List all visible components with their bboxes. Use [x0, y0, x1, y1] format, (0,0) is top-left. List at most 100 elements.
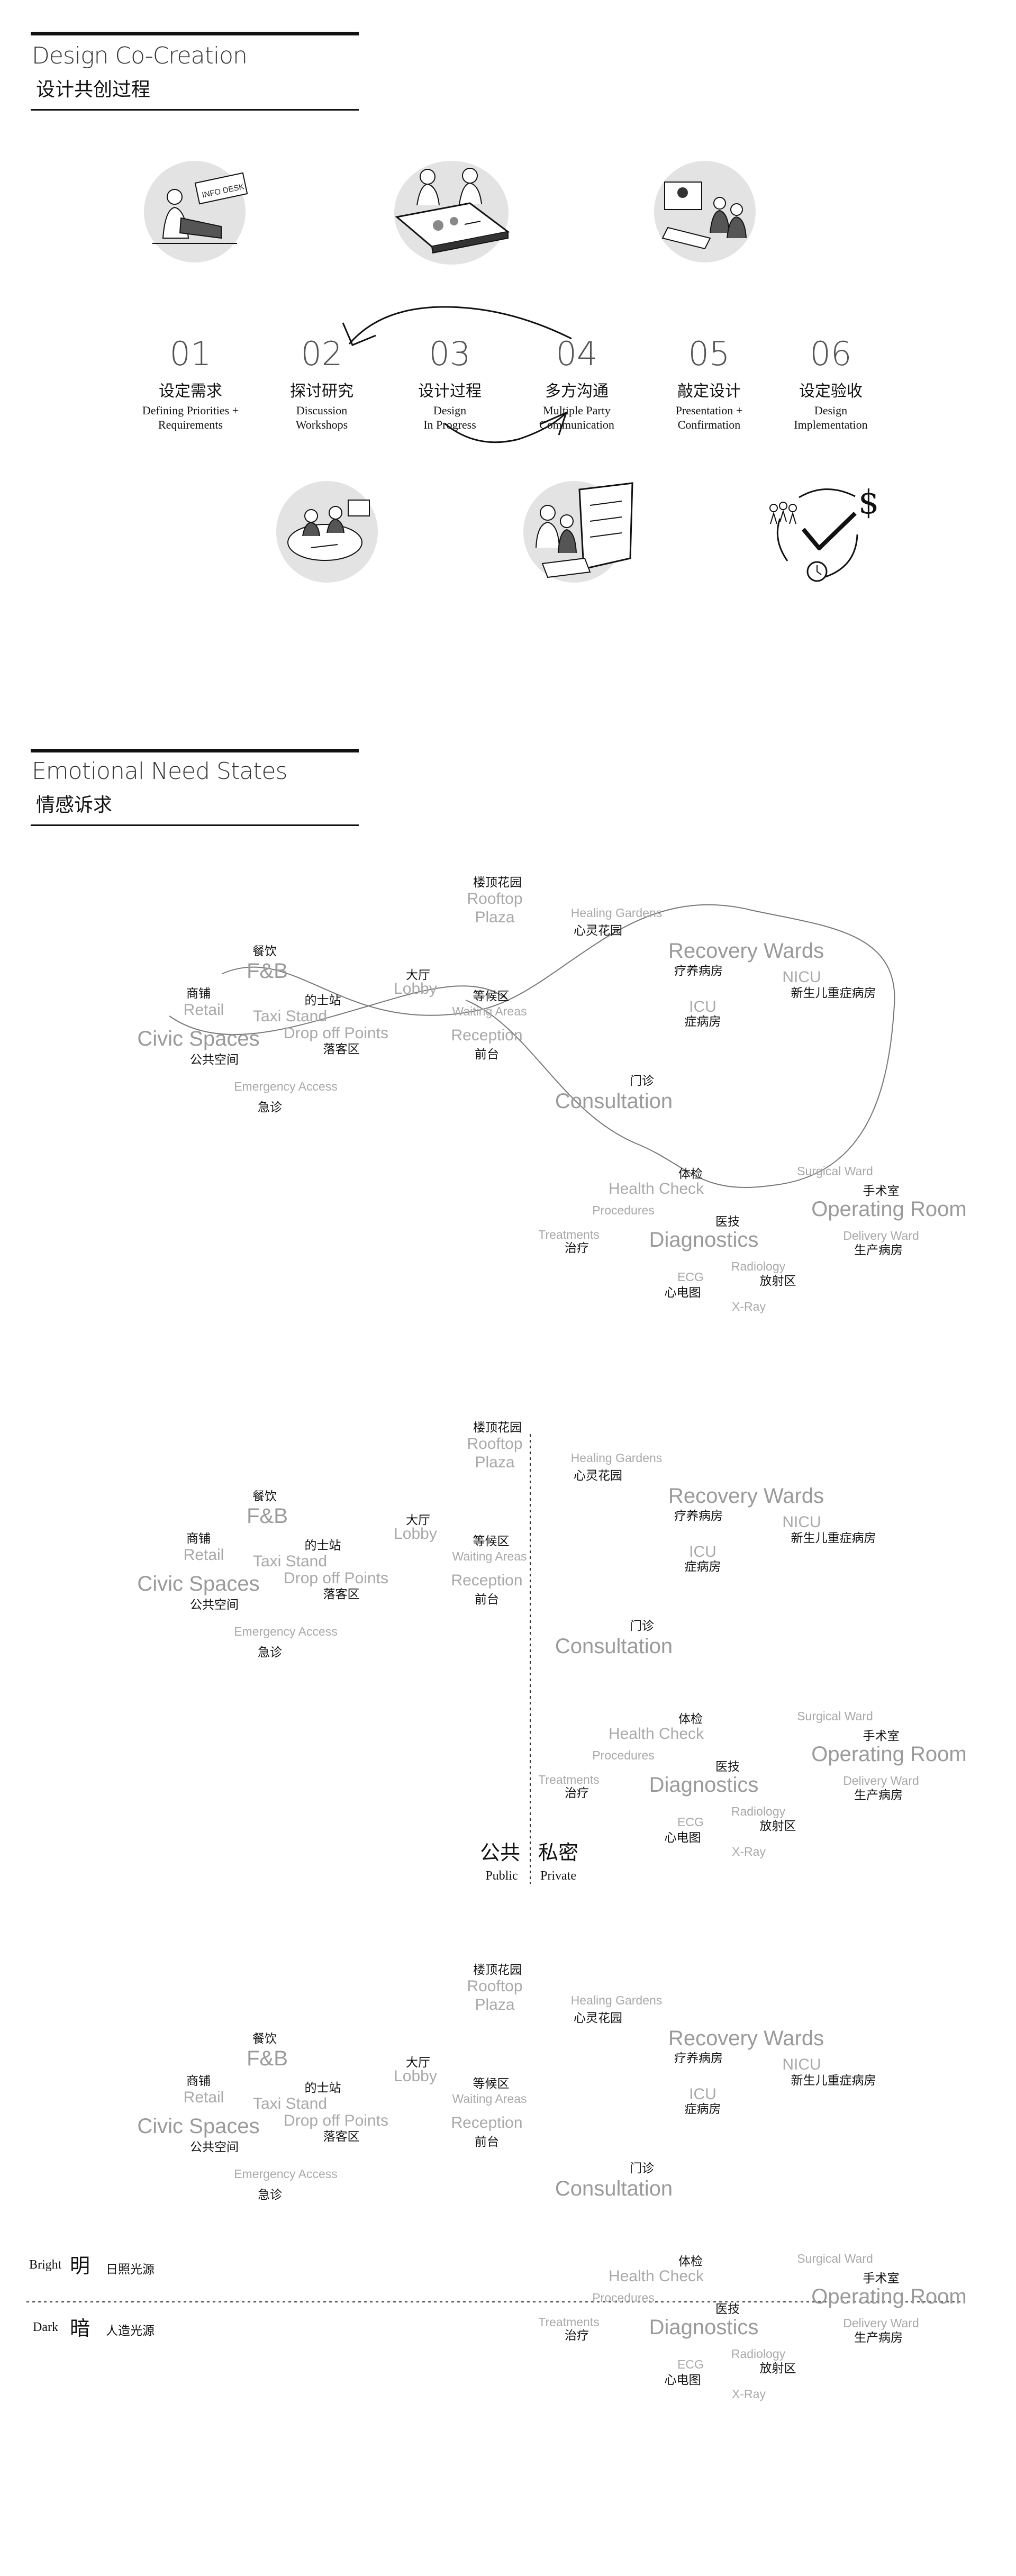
- space-en: Retail: [183, 1001, 224, 1019]
- space-zh: 餐饮: [252, 2032, 277, 2046]
- space-en: Retail: [183, 1546, 224, 1564]
- private-label-zh: 私密: [538, 1841, 579, 1864]
- dark-note: 人造光源: [106, 2324, 155, 2338]
- space-zh: 门诊: [630, 1619, 654, 1633]
- space-zh: 门诊: [630, 2162, 654, 2175]
- step-title-en: Design In Progress: [423, 404, 476, 431]
- header-rule-bottom-2: [31, 824, 359, 826]
- space-en: Waiting Areas: [452, 1549, 527, 1563]
- space-en: NICU: [782, 968, 821, 986]
- space-en: Healing Gardens: [570, 1451, 663, 1465]
- space-en: Drop off Points: [284, 1024, 388, 1042]
- space-zh: 放射区: [759, 1819, 796, 1833]
- space-en: Rooftop Plaza: [467, 890, 523, 926]
- step-number: 05: [688, 334, 730, 373]
- space-en: Reception: [451, 1027, 523, 1044]
- space-zh: 的士站: [304, 2081, 341, 2095]
- space-zh: 等候区: [473, 990, 510, 1003]
- space-zh: 放射区: [759, 1274, 796, 1288]
- space-en: Civic Spaces: [137, 1027, 260, 1050]
- step-02: 02 探讨研究 Discussion Workshops: [253, 338, 391, 432]
- space-en: Drop off Points: [284, 1570, 388, 1587]
- space-en: Taxi Stand: [252, 2095, 328, 2112]
- patient-journey-curve: [169, 904, 895, 1188]
- space-en: Procedures: [592, 1203, 655, 1217]
- bright-note: 日照光源: [106, 2263, 155, 2276]
- space-en: Civic Spaces: [137, 2115, 260, 2138]
- need-states-map-flow: 餐饮 F&B 商铺 Retail 的士站 Taxi Stand Civic Sp…: [0, 868, 1016, 1344]
- space-zh: 急诊: [258, 1646, 282, 1659]
- step-number: 02: [301, 334, 343, 373]
- workshop-table-sketch-icon: [394, 161, 510, 265]
- space-zh: 新生儿重症病房: [791, 986, 876, 1000]
- space-en: Health Check: [608, 1180, 704, 1198]
- space-en: NICU: [782, 1513, 821, 1531]
- space-zh: 体检: [678, 1712, 703, 1726]
- space-en: Recovery Wards: [668, 939, 824, 963]
- space-zh: 生产病房: [854, 1244, 903, 1257]
- space-zh: 心灵花园: [574, 2011, 622, 2025]
- space-en: X-Ray: [732, 2387, 766, 2401]
- space-zh: 心电图: [664, 1286, 701, 1300]
- space-zh: 落客区: [323, 1588, 360, 1601]
- step-number: 03: [429, 334, 471, 373]
- section-title-zh: 设计共创过程: [36, 78, 151, 100]
- space-en: Rooftop Plaza: [467, 1435, 523, 1471]
- space-zh: 餐饮: [252, 1490, 277, 1503]
- space-en: ICU: [689, 998, 716, 1015]
- space-en: ICU: [689, 2085, 716, 2103]
- space-zh: 体检: [678, 1167, 703, 1181]
- space-en: Diagnostics: [649, 1228, 759, 1251]
- space-en: Waiting Areas: [452, 2092, 527, 2106]
- space-zh: 手术室: [863, 1729, 900, 1743]
- space-en: Drop off Points: [284, 2112, 388, 2129]
- space-en: F&B: [247, 2047, 288, 2070]
- dark-label-zh: 暗: [70, 2317, 90, 2340]
- space-zh: 楼顶花园: [473, 876, 522, 890]
- space-en: Lobby: [394, 1525, 437, 1543]
- space-en: Radiology: [731, 2347, 786, 2361]
- section-title-zh-2: 情感诉求: [36, 794, 113, 815]
- space-zh: 等候区: [473, 1535, 510, 1548]
- need-states-map-public-private: 公共 Public 私密 Private 餐饮 F&B 商铺 Retail 的士…: [0, 1413, 1016, 1889]
- space-en: Lobby: [394, 980, 437, 997]
- section-title-en-2: Emotional Need States: [32, 758, 287, 785]
- space-en: Reception: [451, 2114, 523, 2131]
- space-en: X-Ray: [732, 1845, 766, 1858]
- space-en: Emergency Access: [234, 1625, 338, 1638]
- private-label-en: Private: [540, 1869, 576, 1883]
- step-01: 01 设定需求 Defining Priorities + Requiremen…: [122, 338, 259, 432]
- space-zh: 餐饮: [252, 945, 277, 958]
- space-en: Surgical Ward: [797, 1709, 873, 1723]
- space-en: Health Check: [608, 1725, 704, 1743]
- space-en: ECG: [677, 1270, 704, 1284]
- space-zh: 前台: [475, 1593, 499, 1607]
- space-en: Delivery Ward: [843, 1229, 919, 1242]
- space-en: Emergency Access: [234, 2167, 338, 2181]
- space-zh: 症病房: [684, 1560, 721, 1574]
- space-zh: 急诊: [258, 2188, 282, 2202]
- svg-text:$: $: [858, 483, 879, 521]
- space-zh: 治疗: [565, 2329, 589, 2343]
- space-zh: 的士站: [304, 994, 341, 1008]
- space-en: Lobby: [394, 2067, 437, 2085]
- space-en: Retail: [183, 2089, 224, 2106]
- space-zh: 落客区: [323, 1042, 360, 1056]
- space-en: ECG: [677, 2357, 704, 2371]
- space-zh: 疗养病房: [674, 1509, 723, 1523]
- dark-label-en: Dark: [33, 2320, 58, 2334]
- space-en: Operating Room: [811, 2285, 967, 2308]
- step-title-en: Presentation + Confirmation: [675, 404, 743, 431]
- arrow-head-left-icon: [342, 322, 376, 346]
- space-zh: 商铺: [186, 1532, 211, 1546]
- public-label-en: Public: [485, 1869, 518, 1883]
- public-label-zh: 公共: [479, 1841, 521, 1864]
- step-05: 05 敲定设计 Presentation + Confirmation: [640, 338, 778, 432]
- space-zh: 大厅: [406, 968, 430, 982]
- space-en: Recovery Wards: [668, 1484, 824, 1508]
- help-desk-sketch-icon: INFO DESK: [144, 161, 248, 262]
- space-zh: 公共空间: [190, 2140, 239, 2154]
- space-zh: 公共空间: [190, 1598, 239, 1612]
- step-title-zh: 探讨研究: [290, 382, 353, 401]
- process-arrows: [342, 306, 572, 443]
